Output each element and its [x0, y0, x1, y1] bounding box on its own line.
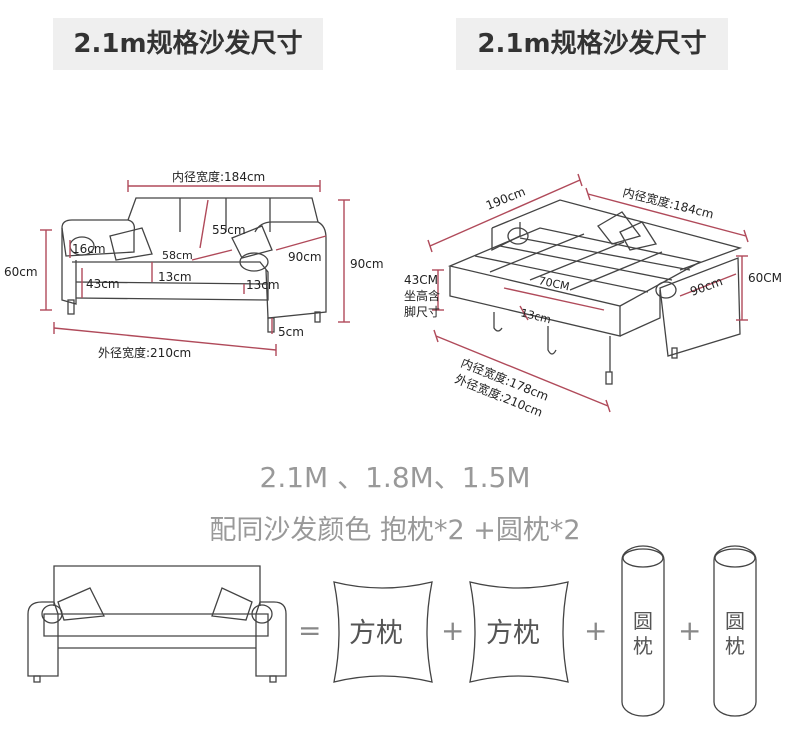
left-arm-height: 16cm	[72, 242, 106, 256]
left-title: 2.1m规格沙发尺寸	[53, 18, 323, 70]
right-bed-length: 190cm	[484, 184, 527, 212]
right-title: 2.1m规格沙发尺寸	[456, 18, 728, 70]
pillow-note: 配同沙发颜色 抱枕*2 +圆枕*2	[209, 515, 581, 546]
left-seat-height: 43cm	[86, 277, 120, 291]
right-bed-mid: 70CM	[537, 274, 570, 293]
plus-sign-2: +	[584, 614, 607, 647]
right-seat-label-1: 43CM	[404, 273, 438, 287]
round-pillow-1-icon	[621, 545, 665, 717]
round-pillow-2-icon	[713, 545, 757, 717]
left-leg: 5cm	[278, 325, 304, 339]
square-pillow-1-icon	[333, 581, 433, 683]
round-pillow-2-bottom: 枕	[725, 634, 745, 658]
round-pillow-1-bottom: 枕	[633, 634, 653, 658]
square-pillow-2-icon	[469, 581, 569, 683]
left-outer-width: 外径宽度:210cm	[98, 345, 191, 360]
left-sofa-drawing: 内径宽度:184cm 55cm 16cm 58cm 13cm 13cm 43cm…	[4, 169, 384, 360]
right-height: 60CM	[748, 271, 782, 285]
square-pillow-2-label: 方枕	[486, 618, 540, 649]
round-pillow-1-top: 圆	[633, 609, 653, 633]
square-pillow-1-label: 方枕	[349, 618, 403, 649]
left-depth: 90cm	[288, 250, 322, 264]
round-pillow-2-top: 圆	[725, 609, 745, 633]
left-back-height: 55cm	[212, 223, 246, 237]
equals-sign: =	[298, 614, 321, 647]
left-cushion: 13cm	[158, 270, 192, 284]
right-cushion: 13cm	[519, 306, 552, 326]
size-options: 2.1M 、1.8M、1.5M	[259, 461, 531, 494]
right-seat-label-2: 坐高含	[404, 288, 440, 303]
left-back-total: 90cm	[350, 257, 384, 271]
left-inner-width: 内径宽度:184cm	[172, 169, 265, 184]
right-seat-label-3: 脚尺寸	[404, 304, 440, 319]
right-depth: 90cm	[688, 274, 724, 299]
right-sofa-drawing: 190cm 内径宽度:184cm 43CM 坐高含 脚尺寸 70CM 13cm …	[404, 173, 782, 420]
left-seat-depth: 58cm	[162, 249, 193, 262]
plus-sign-3: +	[678, 614, 701, 647]
plus-sign-1: +	[441, 614, 464, 647]
left-cushion-2: 13cm	[246, 278, 280, 292]
left-total-height: 60cm	[4, 265, 38, 279]
bottom-sofa-drawing	[27, 565, 287, 683]
